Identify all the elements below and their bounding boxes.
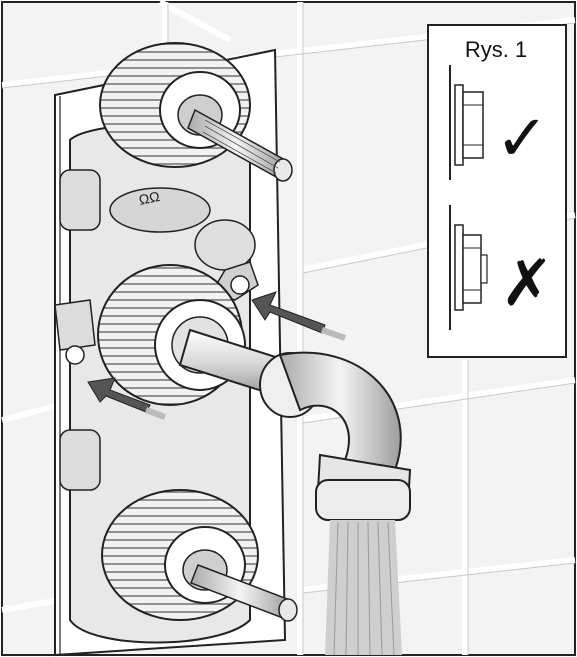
water-stream [325,520,402,656]
arrow-right-connection [251,291,346,341]
svg-text:ΩΩ: ΩΩ [137,188,161,208]
incorrect-cross-icon: ✗ [500,247,554,321]
arrow-left-connection [87,377,167,420]
correct-mounting-detail [449,65,484,180]
upper-valve-spindle [99,42,293,182]
figure-inset-box: Rys. 1 ✓ ✗ [427,24,567,358]
figure-title: Rys. 1 [465,37,527,62]
side-connection [54,219,259,365]
flushing-elbow-pipe [178,328,412,521]
incorrect-mounting-detail [449,205,488,330]
correct-check-icon: ✓ [495,102,549,176]
lower-valve-spindle [101,489,298,622]
